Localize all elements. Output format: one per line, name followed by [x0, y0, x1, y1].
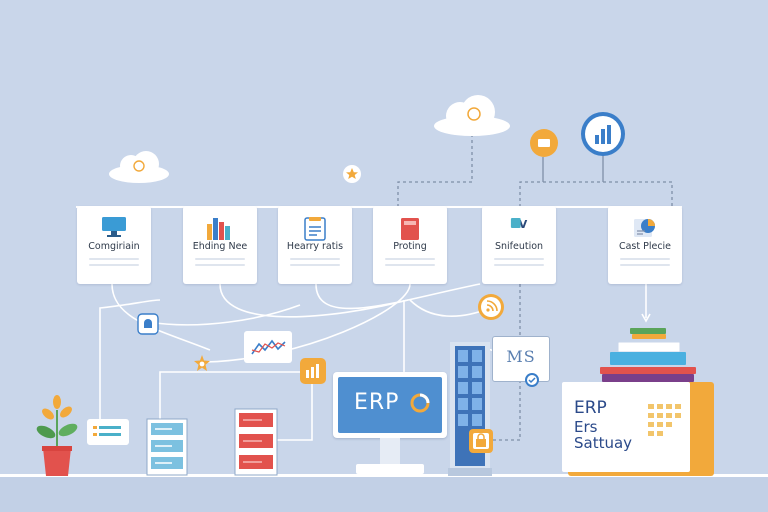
divider — [290, 258, 340, 260]
card-label: Proting — [393, 241, 427, 252]
rss-icon — [478, 294, 504, 320]
card-badge: SV — [510, 218, 527, 231]
divider — [195, 264, 245, 266]
monitor-text: ERP — [354, 390, 400, 415]
billboard-title: ERP — [574, 398, 607, 418]
chat-icon — [530, 129, 558, 157]
divider — [385, 264, 435, 266]
divider — [89, 258, 139, 260]
divider — [89, 264, 139, 266]
card-label: Ehding Nee — [192, 241, 248, 252]
lock-icon — [469, 429, 493, 453]
billboard-face: ERP Ers Sattuay — [562, 382, 690, 472]
card-hearry-ratis[interactable]: Hearry ratis — [278, 206, 352, 284]
bell-icon — [137, 313, 159, 335]
list-icon — [87, 419, 129, 445]
check-icon — [525, 373, 539, 387]
divider — [195, 258, 245, 260]
grid-dots-icon — [648, 404, 681, 436]
card-cast-plecie[interactable]: Cast Plecie — [608, 206, 682, 284]
billboard-line1: Ers — [574, 418, 598, 436]
ms-panel-text: MS — [506, 347, 536, 366]
card-label: Hearry ratis — [286, 241, 344, 252]
pie-icon — [410, 393, 430, 413]
card-ehding-nee[interactable]: Ehding Nee — [183, 206, 257, 284]
bar-chart-icon — [581, 112, 625, 156]
book-stack — [600, 328, 696, 382]
divider — [385, 258, 435, 260]
erp-monitor[interactable]: ERP — [333, 372, 447, 438]
divider — [620, 258, 670, 260]
document-icon — [304, 217, 326, 241]
monitor-icon — [102, 217, 126, 237]
server-icon — [234, 408, 278, 476]
divider — [620, 264, 670, 266]
monitor-neck — [380, 438, 400, 466]
monitor-screen: ERP — [338, 377, 442, 433]
billboard-line2: Sattuay — [574, 434, 633, 452]
square-icon — [510, 218, 521, 228]
star-icon — [194, 355, 210, 371]
card-comgiriain[interactable]: Comgiriain — [77, 206, 151, 284]
divider — [494, 264, 544, 266]
book-icon — [401, 218, 419, 240]
erp-billboard: ERP Ers Sattuay — [562, 382, 714, 476]
divider — [494, 258, 544, 260]
server-icon — [146, 418, 188, 476]
monitor-base — [356, 464, 424, 474]
cloud-icon — [109, 151, 169, 183]
star-icon — [343, 165, 361, 183]
server-tower — [448, 342, 492, 476]
card-label: Comgiriain — [88, 241, 140, 252]
cloud-icon — [434, 95, 510, 136]
card-label: Cast Plecie — [618, 241, 672, 252]
card-snifeution[interactable]: SV Snifeution — [482, 206, 556, 284]
bar-chart-icon — [207, 218, 230, 240]
card-label: Snifeution — [494, 241, 544, 252]
line-chart-icon — [244, 331, 292, 363]
divider — [290, 264, 340, 266]
chart-icon — [300, 358, 326, 384]
ms-panel[interactable]: MS — [492, 336, 550, 382]
card-proting[interactable]: Proting — [373, 206, 447, 284]
pie-chart-icon — [634, 219, 655, 237]
plant-icon — [36, 395, 78, 476]
